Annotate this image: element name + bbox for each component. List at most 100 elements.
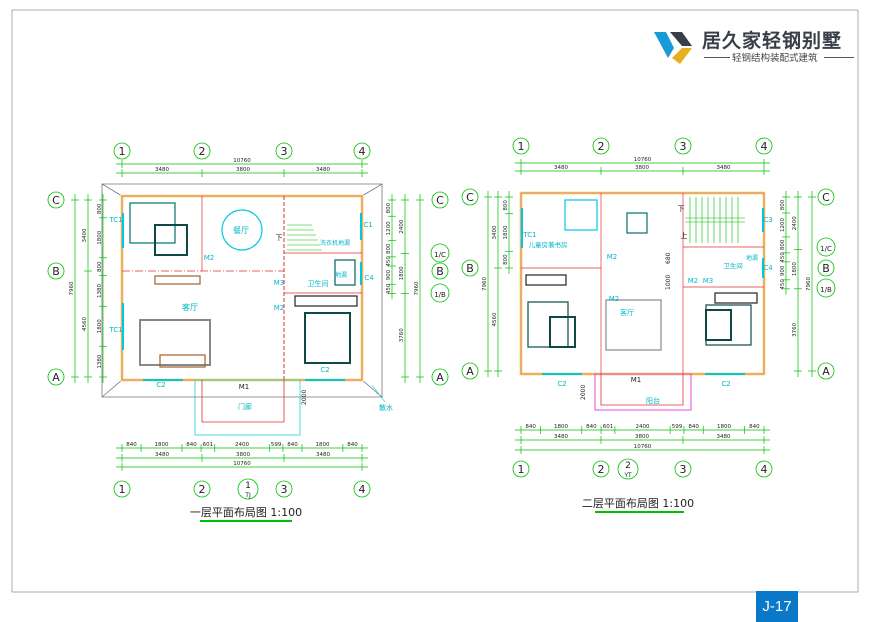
dimension-total: 7960	[414, 281, 420, 295]
grid-bubble-label: 1	[119, 145, 126, 158]
dimension-span: 3480	[155, 452, 169, 458]
room-label-living: 客厅	[182, 302, 198, 312]
dimension-detail: 1800	[155, 442, 169, 448]
room-label-porch: 门廊	[238, 402, 252, 411]
dimension-detail: 840	[126, 442, 137, 448]
windows	[521, 208, 764, 375]
grid-bubble-label: 1	[518, 140, 525, 153]
room-label-drain: 地漏	[746, 254, 758, 262]
dimension-detail: 2400	[636, 424, 650, 430]
brand-tagline: 轻钢结构装配式建筑	[732, 53, 818, 64]
sheet-border	[11, 9, 859, 593]
room-label-bath: 卫生间	[723, 261, 743, 270]
grid-bubble-label: 4	[359, 483, 366, 496]
opening-label: TC1	[108, 216, 122, 224]
grid-bubble	[430, 283, 450, 303]
dimension-span: 3480	[155, 167, 169, 173]
opening-label: C3	[763, 216, 772, 224]
dimension-detail: 1200	[386, 221, 392, 235]
dimension-detail: 840	[586, 424, 597, 430]
grid-bubble-label: A	[822, 365, 830, 378]
grid-bubble-label: B	[466, 262, 474, 275]
opening-label: M2	[204, 254, 215, 262]
room-label-dining: 餐厅	[233, 226, 249, 235]
dimension-span: 3480	[554, 434, 568, 440]
dimension-detail: 800	[386, 243, 392, 254]
dimension-span: 3480	[717, 165, 731, 171]
grid-bubble	[461, 188, 479, 206]
dimension-span: 1800	[399, 266, 405, 280]
porch-depth-dim: 2000	[301, 390, 308, 405]
opening-label: M2	[274, 304, 285, 312]
furniture	[129, 202, 358, 368]
dimension-detail: 840	[525, 424, 536, 430]
dimension-detail: 840	[186, 442, 197, 448]
dimension-detail: 1800	[554, 424, 568, 430]
grid-bubble-label: 1/C	[820, 245, 832, 253]
grid-bubble	[353, 142, 371, 160]
grid-bubble-label: 3	[680, 140, 687, 153]
balcony	[594, 373, 692, 411]
dimension-detail: 1200	[780, 217, 786, 231]
grid-bubble	[816, 278, 836, 298]
inner-dim: 1000	[665, 275, 672, 290]
grid-bubble-label: 1/C	[434, 251, 446, 259]
room-label-balcony: 阳台	[646, 396, 660, 405]
room-label-laundry: 洗衣机地漏	[320, 239, 350, 247]
grid-bubble-label: B	[436, 265, 444, 278]
grid-bubble	[674, 460, 692, 478]
dimension-detail: 1380	[97, 354, 103, 368]
opening-label: C4	[763, 264, 773, 272]
grid-bubble	[193, 142, 211, 160]
outer-wall	[120, 194, 364, 382]
grid-bubble	[755, 460, 773, 478]
grid-bubble-label: 2	[598, 140, 605, 153]
dimension-total: 7960	[482, 277, 488, 291]
sheet-number-badge: J-17	[756, 591, 798, 622]
opening-label: M3	[274, 279, 285, 287]
grid-bubble	[461, 259, 479, 277]
grid-bubble-label: 3	[281, 145, 288, 158]
grid-bubble	[674, 137, 692, 155]
dimension-detail: 800	[780, 199, 786, 210]
dimension-span: 3480	[316, 167, 330, 173]
dimension-span: 3760	[792, 322, 798, 336]
opening-label: C1	[363, 221, 372, 229]
grid-bubble	[47, 368, 65, 386]
grid-bubble	[461, 362, 479, 380]
grid-bubble	[817, 188, 835, 206]
room-label-bath: 卫生间	[308, 279, 329, 288]
stairs-down-label: 下	[678, 205, 685, 213]
dimension-total: 10760	[634, 157, 652, 163]
dimension-span: 3480	[316, 452, 330, 458]
dimension-span: 3800	[236, 167, 250, 173]
grid-bubble-label: C	[436, 194, 444, 207]
dimension-detail: 1800	[315, 442, 329, 448]
grid-bubble-label: 4	[359, 145, 366, 158]
dimension-detail: 840	[347, 442, 358, 448]
room-label-kids-study: 儿童房兼书房	[529, 240, 568, 249]
grid-bubble	[592, 460, 610, 478]
dimension-total: 10760	[634, 444, 652, 450]
grid-bubble	[47, 262, 65, 280]
grid-bubble	[275, 480, 293, 498]
grid-bubble-label: 3	[680, 463, 687, 476]
grid-bubble	[353, 480, 371, 498]
grid-bubble	[113, 480, 131, 498]
grid-bubble	[817, 362, 835, 380]
dimension-detail: 800	[780, 239, 786, 250]
grid-bubble-label: 1/B	[434, 291, 446, 299]
stairs-up-label: 上	[681, 231, 688, 240]
room-label-apron: 散水	[379, 403, 393, 412]
brand-logo: 居久家轻钢别墅 轻钢结构装配式建筑	[652, 26, 857, 66]
opening-label: C4	[364, 274, 374, 282]
grid-bubble	[47, 191, 65, 209]
dimension-span: 1800	[792, 262, 798, 276]
dimension-total: 10760	[233, 158, 251, 164]
grid-bubble-label: A	[466, 365, 474, 378]
grid-bubble-label: C	[52, 194, 60, 207]
grid-bubble-label: C	[466, 191, 474, 204]
grid-bubble	[431, 191, 449, 209]
dimension-detail: 840	[287, 442, 298, 448]
